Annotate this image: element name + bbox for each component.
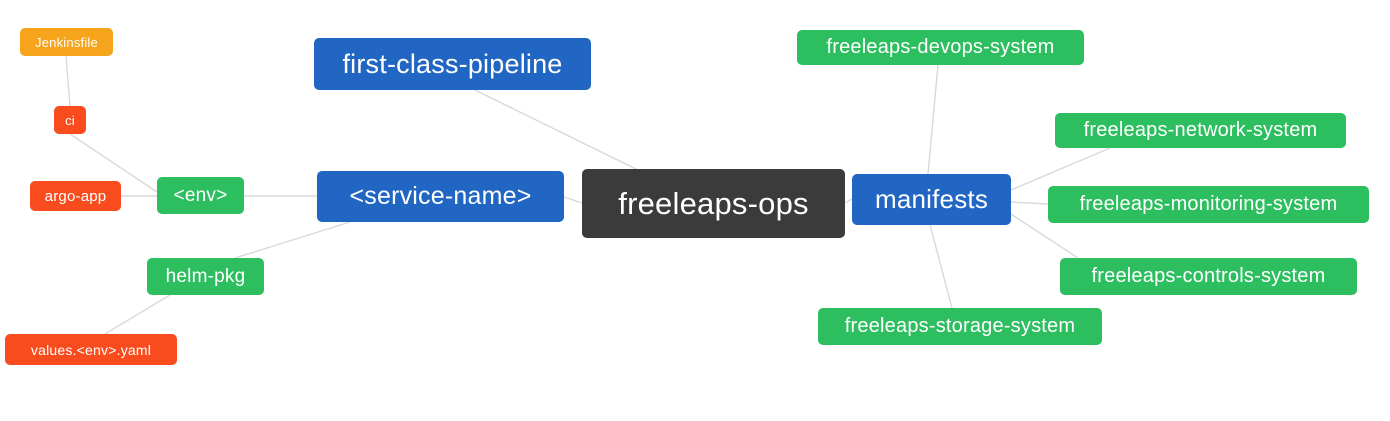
node-jenkinsfile[interactable]: Jenkinsfile	[20, 28, 113, 56]
node-devops-system[interactable]: freeleaps-devops-system	[797, 30, 1084, 65]
node-argo-app[interactable]: argo-app	[30, 181, 121, 211]
node-storage-system[interactable]: freeleaps-storage-system	[818, 308, 1102, 345]
edge-manifests-devops	[927, 64, 939, 175]
node-controls-system[interactable]: freeleaps-controls-system	[1060, 258, 1357, 295]
edge-pipeline-root	[474, 89, 641, 172]
edge-root-manifests	[844, 198, 853, 204]
edge-ci-env	[69, 133, 158, 193]
edge-manifests-storage	[929, 224, 953, 309]
edge-jenkinsfile-ci	[65, 55, 71, 107]
edge-manifests-network	[1010, 147, 1111, 191]
edge-service-name-helm-pkg	[234, 221, 351, 259]
edge-service-name-root	[563, 196, 583, 204]
edge-manifests-controls	[1010, 213, 1079, 259]
node-network-system[interactable]: freeleaps-network-system	[1055, 113, 1346, 148]
node-env[interactable]: <env>	[157, 177, 244, 214]
node-freeleaps-ops-root[interactable]: freeleaps-ops	[582, 169, 845, 238]
edge-helm-pkg-values-yaml	[104, 294, 171, 335]
node-helm-pkg[interactable]: helm-pkg	[147, 258, 264, 295]
node-monitoring-system[interactable]: freeleaps-monitoring-system	[1048, 186, 1369, 223]
node-manifests[interactable]: manifests	[852, 174, 1011, 225]
node-service-name[interactable]: <service-name>	[317, 171, 564, 222]
node-first-class-pipeline[interactable]: first-class-pipeline	[314, 38, 591, 90]
edge-manifests-monitoring	[1010, 201, 1049, 205]
node-ci[interactable]: ci	[54, 106, 86, 134]
node-values-env-yaml[interactable]: values.<env>.yaml	[5, 334, 177, 365]
